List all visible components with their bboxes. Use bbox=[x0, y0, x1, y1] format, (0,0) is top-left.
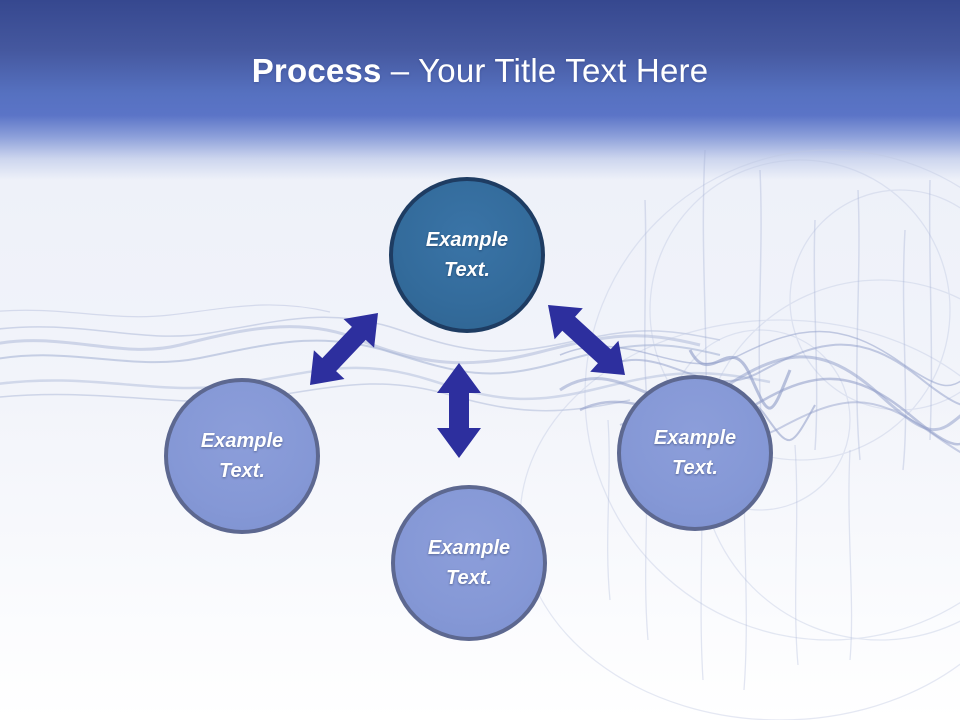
hub-circle-label: Example Text. bbox=[425, 229, 509, 281]
title-keyword: Process bbox=[251, 52, 382, 89]
arrow-hub-to-left[interactable] bbox=[310, 313, 378, 385]
arrow-hub-to-right[interactable] bbox=[548, 305, 625, 375]
spoke-right-label: Example Text. bbox=[653, 427, 737, 479]
hub-circle-top[interactable]: Example Text. bbox=[389, 177, 545, 333]
spoke-circle-bottom[interactable]: Example Text. bbox=[391, 485, 547, 641]
slide-title[interactable]: Process– Your Title Text Here bbox=[0, 52, 960, 90]
arrow-hub-to-bottom[interactable] bbox=[437, 363, 481, 458]
spoke-bottom-label: Example Text. bbox=[427, 537, 511, 589]
title-subtitle: – Your Title Text Here bbox=[390, 52, 709, 89]
spoke-circle-right[interactable]: Example Text. bbox=[617, 375, 773, 531]
spoke-left-label: Example Text. bbox=[200, 430, 284, 482]
spoke-circle-left[interactable]: Example Text. bbox=[164, 378, 320, 534]
